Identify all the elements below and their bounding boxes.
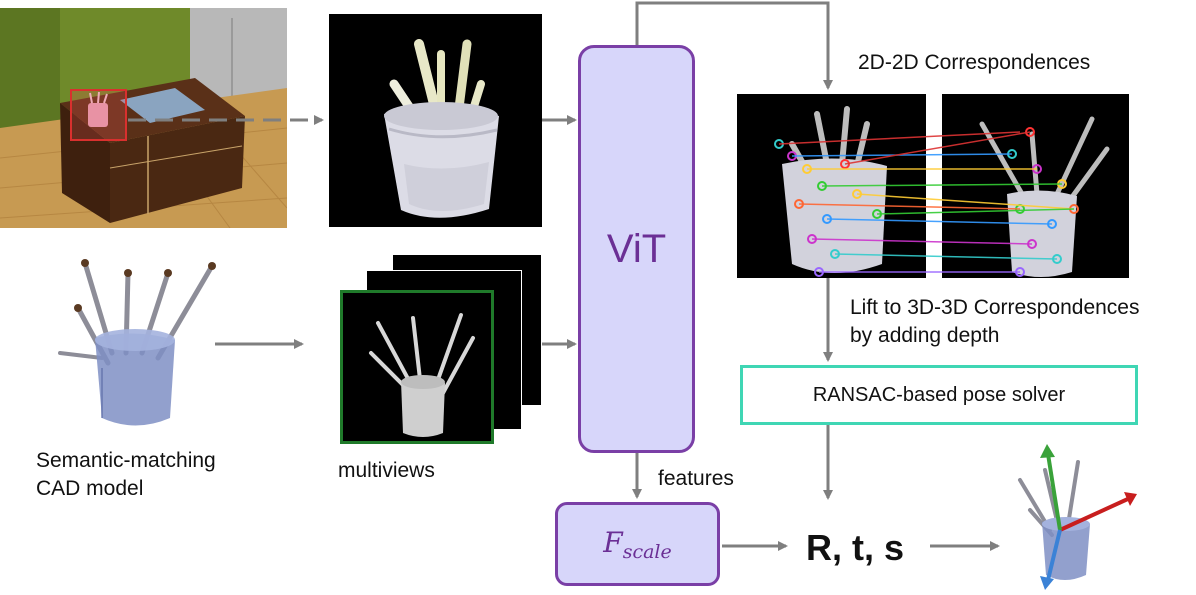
vit-encoder-box: ViT [578,45,695,453]
vit-label: ViT [606,226,667,271]
scene-photo [0,8,288,229]
ransac-pose-solver-box: RANSAC-based pose solver [740,365,1138,425]
pose-output-label: R, t, s [806,527,905,568]
cad-model-image [40,258,230,433]
ransac-label: RANSAC-based pose solver [812,383,1066,406]
fscale-label: Fscale [603,525,672,563]
features-label: features [658,467,734,490]
lift-3d-label-line2: by adding depth [850,324,1000,347]
correspondence-right-image [942,94,1129,278]
multiviews-label: multiviews [338,459,435,482]
cad-model-label-line1: Semantic-matching [36,449,216,472]
cropped-object-image [329,14,542,227]
posed-object-image [1000,440,1196,590]
multiview-front [340,290,494,444]
fscale-box: Fscale [555,502,720,586]
lift-3d-label-line1: Lift to 3D-3D Correspondences [850,296,1140,319]
correspondences-2d-label: 2D-2D Correspondences [858,51,1091,74]
cad-model-label-line2: CAD model [36,477,144,500]
